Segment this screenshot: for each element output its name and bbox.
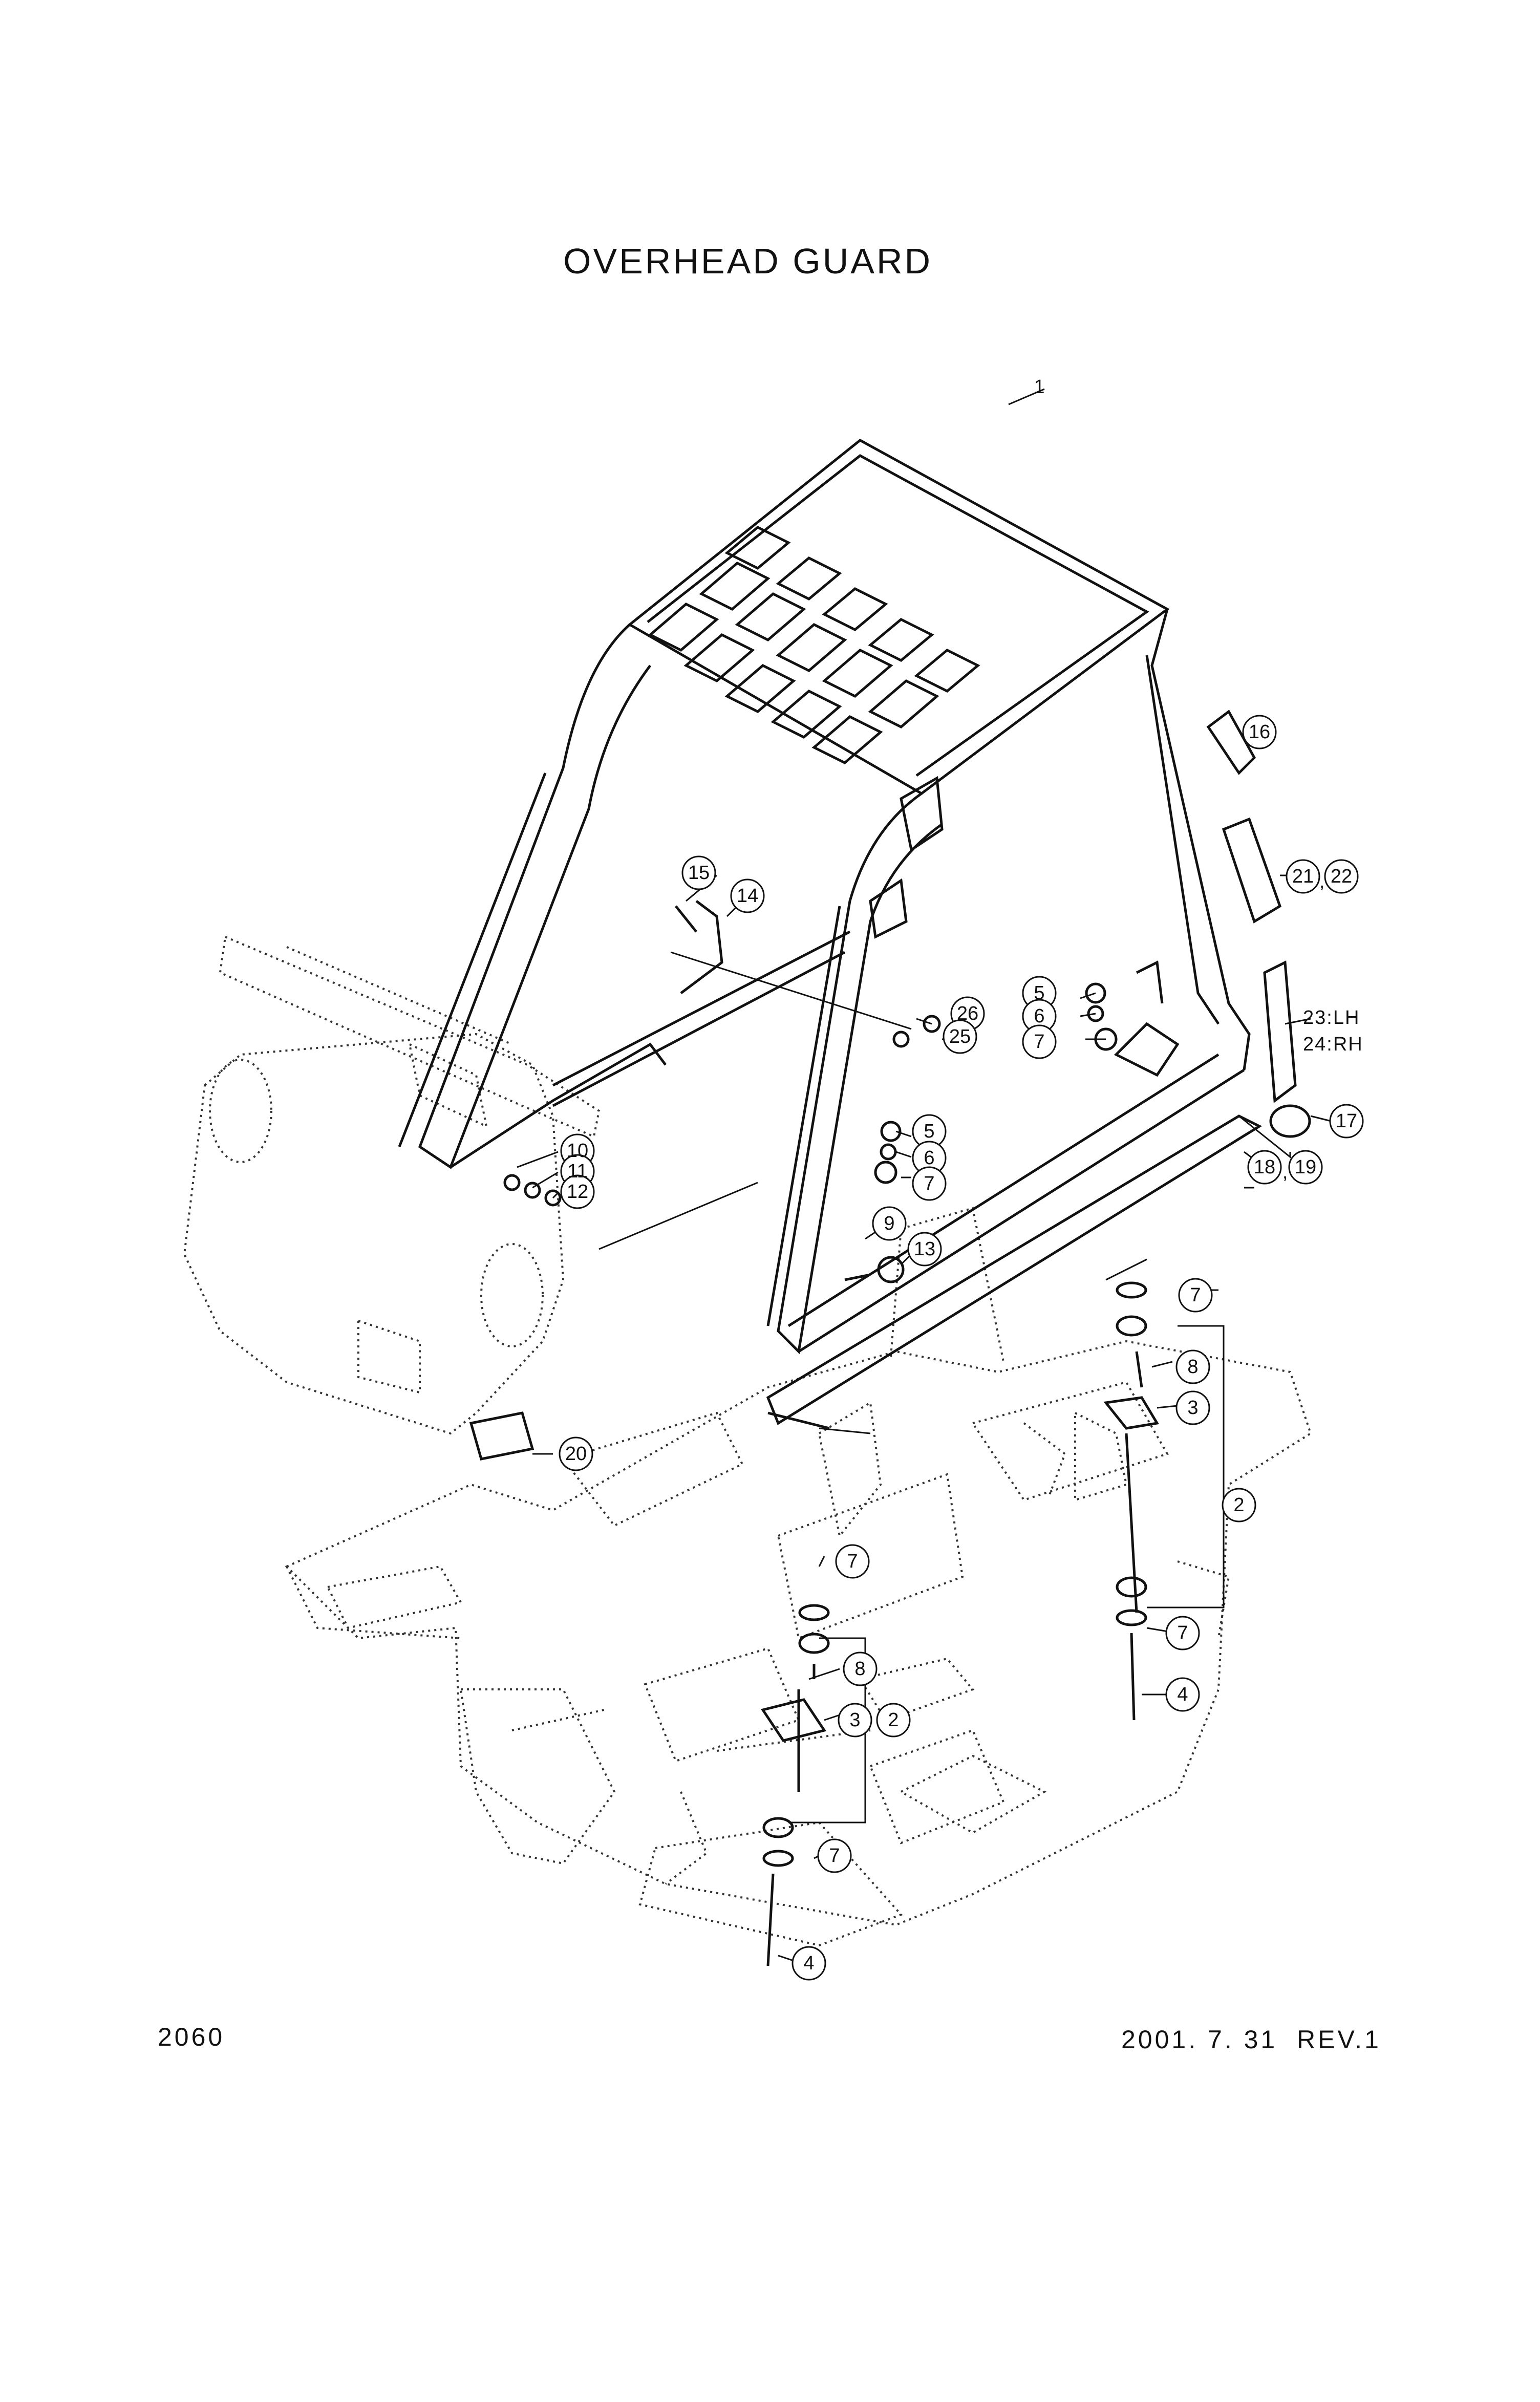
leader-lines: [517, 388, 1332, 1962]
callout-7b-label: 7: [924, 1173, 934, 1194]
callout-bubbles: [559, 715, 1364, 1981]
callout-numbers: 1 2 2 3 3 4 4 5 5 6 6 7 7 7 7 7 7 8 8 9 …: [565, 376, 1357, 1974]
callout-7c-label: 7: [1190, 1284, 1201, 1306]
callout-25: [943, 1019, 977, 1054]
callout-18-19-separator: ,: [1282, 1162, 1288, 1183]
callout-21-22-separator: ,: [1319, 871, 1325, 892]
callout-7d: [1165, 1616, 1200, 1650]
callout-3b: [838, 1703, 872, 1738]
callout-3a-label: 3: [1187, 1397, 1198, 1419]
callout-16-label: 16: [1249, 721, 1270, 743]
chassis-outline: [183, 935, 1312, 1947]
callout-12-label: 12: [567, 1181, 588, 1203]
label-23-lh: 23:LH: [1303, 1007, 1360, 1028]
callout-15: [681, 855, 716, 890]
callout-2a: [1222, 1488, 1256, 1522]
hardware-parts: [469, 900, 1160, 1966]
callout-18: [1247, 1150, 1282, 1185]
callout-20-label: 20: [565, 1443, 587, 1465]
callout-7f-label: 7: [829, 1845, 840, 1867]
side-labels: 23:LH 24:RH: [1303, 1007, 1363, 1055]
callout-25-label: 25: [949, 1026, 971, 1047]
callout-7e-label: 7: [847, 1551, 858, 1572]
callout-12: [560, 1174, 595, 1209]
callout-7a-label: 7: [1034, 1031, 1044, 1053]
callout-6b-label: 6: [924, 1147, 934, 1169]
label-24-rh: 24:RH: [1303, 1034, 1363, 1055]
callout-19-label: 19: [1295, 1156, 1316, 1178]
callout-1-label: 1: [1034, 376, 1044, 398]
callout-19: [1288, 1150, 1323, 1185]
callout-7f: [817, 1838, 852, 1873]
callout-5b-label: 5: [924, 1121, 934, 1142]
callout-8a: [1175, 1349, 1210, 1384]
callout-13: [907, 1232, 942, 1267]
callout-2a-label: 2: [1233, 1494, 1244, 1516]
callout-17-label: 17: [1336, 1110, 1357, 1132]
overhead-guard-frame: [398, 439, 1311, 1430]
callout-2b: [876, 1703, 911, 1738]
callout-8b-label: 8: [854, 1658, 865, 1680]
callout-3b-label: 3: [849, 1709, 860, 1731]
callout-21: [1286, 859, 1320, 894]
callout-22-label: 22: [1331, 866, 1352, 887]
callout-11-label: 11: [567, 1161, 587, 1182]
callout-13-label: 13: [914, 1238, 935, 1260]
callout-8b: [843, 1652, 878, 1686]
callout-4b-label: 4: [803, 1953, 814, 1974]
callout-9-label: 9: [884, 1213, 894, 1234]
callout-26-label: 26: [957, 1003, 978, 1024]
callout-10-label: 10: [567, 1140, 588, 1162]
callout-17: [1329, 1104, 1364, 1139]
callout-6a-label: 6: [1034, 1005, 1044, 1027]
callout-7b: [912, 1166, 947, 1201]
callout-5a-label: 5: [1034, 982, 1044, 1004]
callout-14: [730, 878, 765, 913]
callout-14-label: 14: [737, 885, 758, 907]
revision-date: 2001. 7. 31 REV.1: [1121, 2025, 1381, 2054]
callout-22: [1324, 859, 1359, 894]
callout-4a: [1165, 1677, 1200, 1712]
page-number: 2060: [158, 2023, 225, 2051]
callout-15-label: 15: [688, 862, 710, 884]
callout-20: [559, 1436, 593, 1471]
callout-16: [1242, 715, 1277, 749]
callout-2b-label: 2: [888, 1709, 899, 1731]
page-title: OVERHEAD GUARD: [563, 241, 933, 281]
callout-7a: [1022, 1024, 1057, 1059]
callout-7d-label: 7: [1177, 1622, 1188, 1644]
callout-7e: [835, 1544, 870, 1579]
callout-9: [872, 1206, 907, 1241]
callout-4a-label: 4: [1177, 1684, 1188, 1705]
callout-3a: [1175, 1390, 1210, 1425]
callout-7c: [1178, 1278, 1213, 1313]
callout-18-label: 18: [1254, 1156, 1275, 1178]
callout-21-label: 21: [1292, 866, 1314, 887]
callout-4b: [792, 1946, 826, 1981]
callout-8a-label: 8: [1187, 1356, 1198, 1378]
